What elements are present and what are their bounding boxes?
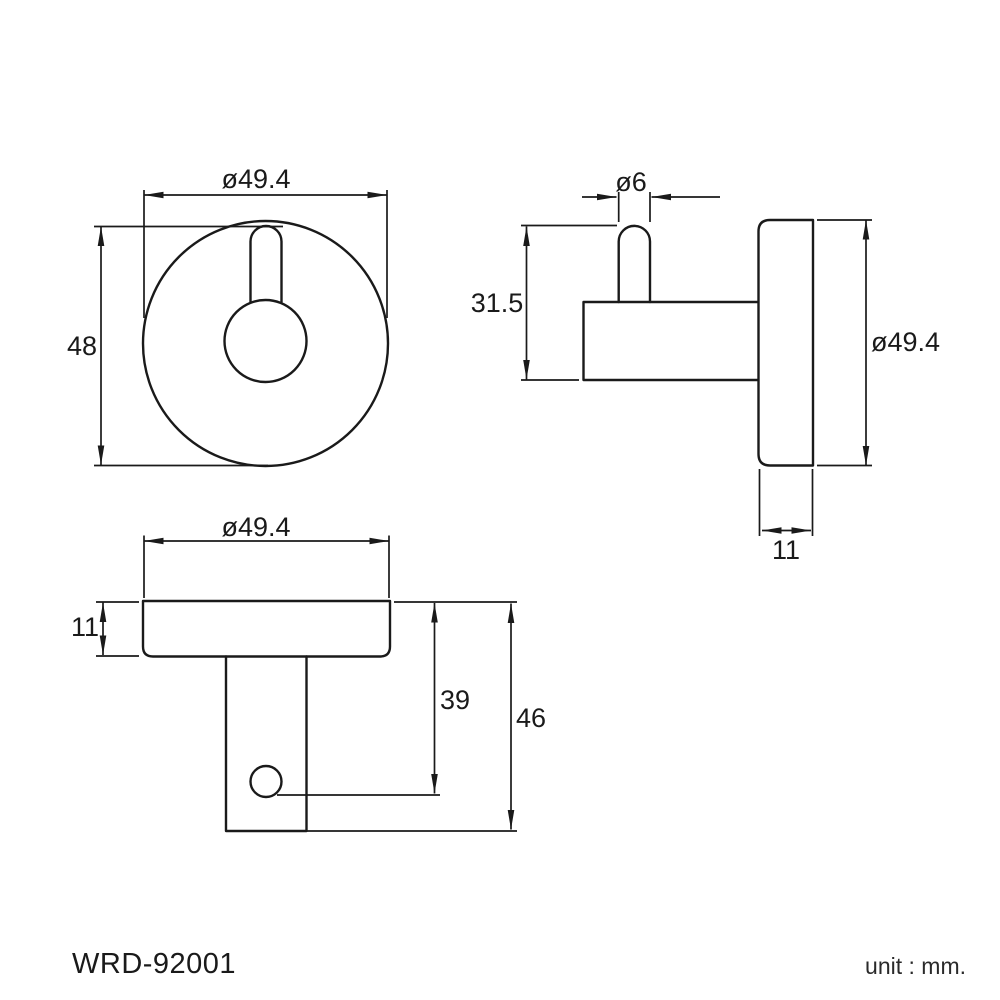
front-keyhole-slot: [249, 224, 283, 304]
bottom-plate-thickness-label: 11: [71, 612, 99, 642]
bottom-hole-offset-label: 39: [440, 685, 470, 715]
side-plate-diameter-dimension: ø49.4: [817, 219, 940, 467]
bottom-plate: [141, 599, 392, 658]
side-peg-diameter-label: ø6: [615, 167, 647, 197]
front-diameter-dimension: ø49.4: [143, 164, 388, 318]
side-peg-diameter-dimension: ø6: [582, 167, 720, 222]
model-number-label: WRD-92001: [72, 948, 236, 980]
side-wall-plate: [757, 218, 815, 467]
title-block: WRD-92001 unit : mm.: [72, 948, 966, 980]
side-plate-diameter-label: ø49.4: [871, 327, 940, 357]
bottom-overall-depth-label: 46: [516, 703, 546, 733]
bottom-overall-depth-dimension: 46: [507, 603, 546, 830]
bottom-hole-offset-dimension: 39: [431, 603, 470, 794]
side-view: ø6 31.5 ø49.4 11: [471, 167, 940, 565]
side-hook-arm: [582, 300, 760, 382]
bottom-plate-thickness-dimension: 11: [71, 601, 139, 657]
bottom-view: ø49.4 11 39 46: [71, 512, 546, 833]
front-height-dimension: 48: [67, 225, 283, 467]
side-projection-label: 31.5: [471, 288, 524, 318]
side-plate-depth-label: 11: [772, 535, 800, 565]
side-projection-dimension: 31.5: [471, 224, 617, 381]
bottom-plate-diameter-label: ø49.4: [221, 512, 290, 542]
side-hook-peg: [617, 224, 652, 304]
bottom-plate-diameter-dimension: ø49.4: [143, 512, 390, 598]
front-center-hole: [223, 298, 308, 384]
bottom-mounting-hole: [249, 764, 283, 799]
front-height-label: 48: [67, 331, 97, 361]
bottom-hook-arm: [224, 655, 308, 833]
front-diameter-label: ø49.4: [221, 164, 290, 194]
front-view: ø49.4 48: [67, 164, 390, 468]
side-plate-depth-dimension: 11: [758, 469, 814, 565]
unit-label: unit : mm.: [865, 953, 966, 979]
